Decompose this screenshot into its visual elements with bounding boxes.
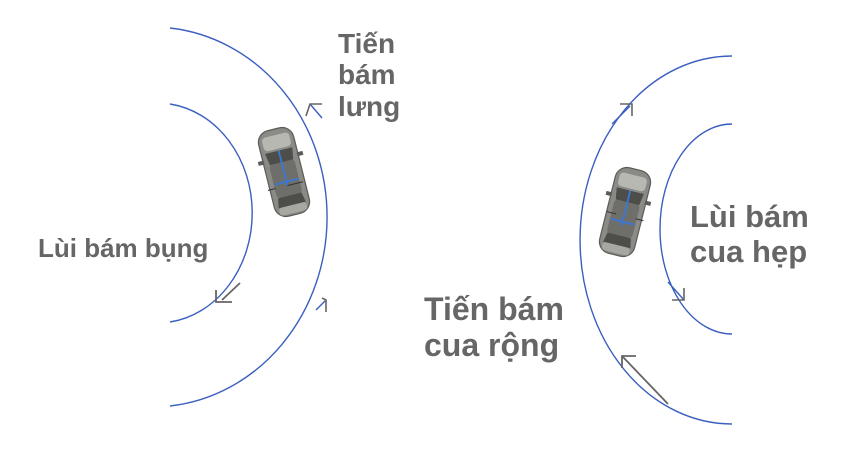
label-line: Lùi bám [690, 199, 809, 234]
right-outer-arrow-top-icon [611, 103, 633, 125]
label-line: cua rộng [424, 326, 560, 363]
left-inner-arrow-icon [215, 282, 241, 303]
left-outer-curve [169, 27, 328, 407]
left-car-icon [250, 123, 318, 221]
right-inner-curve [659, 123, 733, 335]
label-lui-bam-bung: Lùi bám bụng [38, 233, 209, 263]
label-line: Tiến bám [424, 291, 564, 327]
right-car-icon [591, 163, 659, 261]
left-scene [169, 27, 328, 407]
label-tien-bam-lung: Tiến bám lưng [338, 28, 400, 122]
right-scene [579, 55, 733, 425]
label-line: Lùi bám bụng [38, 233, 209, 263]
label-line: lưng [338, 90, 401, 122]
label-tien-bam-cua-rong: Tiến bám cua rộng [424, 291, 564, 364]
left-outer-arrow-top-icon [305, 103, 323, 119]
left-outer-arrow-bottom-icon [315, 297, 327, 312]
right-outer-curve [579, 55, 733, 425]
right-inner-arrow-icon [667, 281, 685, 301]
label-line: Tiến [338, 28, 396, 59]
label-lui-bam-cua-hep: Lùi bám cua hẹp [690, 199, 809, 269]
label-line: cua hẹp [690, 233, 808, 269]
left-inner-curve [169, 103, 253, 323]
label-line: bám [338, 59, 396, 91]
right-outer-arrow-bottom-icon [621, 355, 669, 405]
